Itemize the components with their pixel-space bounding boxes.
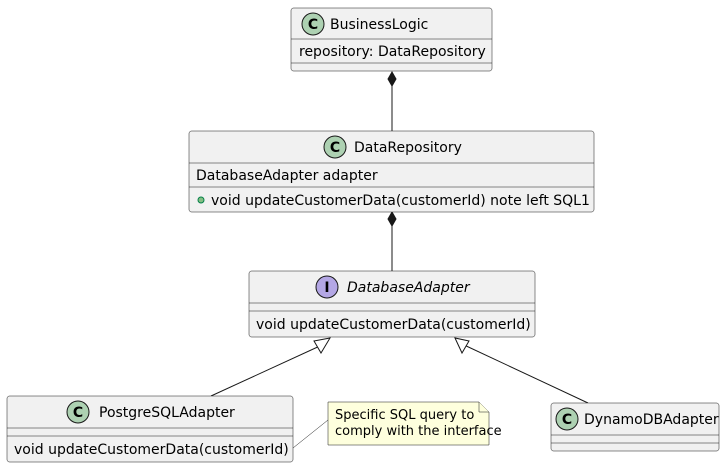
class-badge-letter: C <box>562 412 572 428</box>
class-badge-icon <box>323 135 347 159</box>
class-method: void updateCustomerData(customerId) note… <box>211 193 590 209</box>
note-connector <box>292 419 329 449</box>
class-field: DatabaseAdapter adapter <box>196 168 378 184</box>
class-field: repository: DataRepository <box>299 44 486 60</box>
interface-name: DatabaseAdapter <box>347 280 471 296</box>
inheritance-triangle <box>313 337 332 354</box>
class-dynamodb-adapter[interactable]: C DynamoDBAdapter <box>550 402 720 452</box>
class-name: PostgreSQLAdapter <box>99 405 235 421</box>
interface-badge-icon <box>315 275 339 299</box>
note-line: comply with the interface <box>335 424 502 439</box>
interface-database-adapter[interactable]: I DatabaseAdapter void updateCustomerDat… <box>248 270 536 338</box>
class-postgresql-adapter[interactable]: C PostgreSQLAdapter void updateCustomerD… <box>6 395 294 463</box>
class-badge-letter: C <box>308 17 318 33</box>
class-method: void updateCustomerData(customerId) <box>14 442 289 458</box>
interface-method: void updateCustomerData(customerId) <box>256 317 531 333</box>
class-business-logic[interactable]: C BusinessLogic repository: DataReposito… <box>290 7 493 72</box>
composition-data-repository-database-adapter <box>387 210 397 271</box>
class-badge-icon <box>555 407 579 431</box>
inheritance-postgresql-adapter <box>210 337 332 397</box>
class-name: DataRepository <box>354 140 462 156</box>
note-fold-icon <box>478 402 489 413</box>
inheritance-dynamodb-adapter <box>454 337 589 404</box>
note: Specific SQL query to comply with the in… <box>292 401 502 449</box>
class-name: DynamoDBAdapter <box>584 412 719 428</box>
inheritance-triangle <box>454 337 470 355</box>
class-data-repository[interactable]: C DataRepository DatabaseAdapter adapter… <box>188 130 595 213</box>
class-name: BusinessLogic <box>330 17 428 33</box>
composition-diamond <box>387 210 397 228</box>
class-badge-letter: C <box>73 405 83 421</box>
class-badge-icon <box>301 12 325 36</box>
note-line: Specific SQL query to <box>335 408 474 423</box>
class-badge-icon <box>66 400 90 424</box>
composition-business-logic-data-repository <box>387 70 397 131</box>
public-method-icon <box>197 196 205 204</box>
composition-diamond <box>387 70 397 88</box>
class-badge-letter: C <box>330 140 340 156</box>
interface-badge-letter: I <box>324 280 329 296</box>
